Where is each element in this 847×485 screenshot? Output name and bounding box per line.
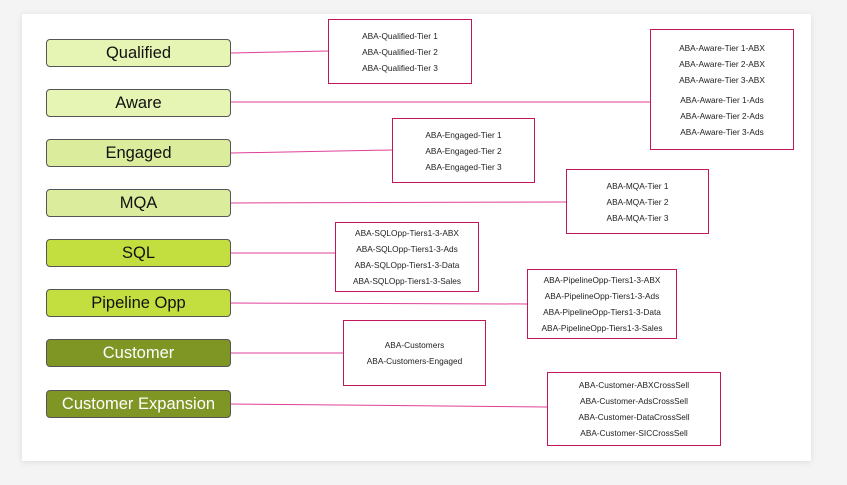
segment-item: ABA-Aware-Tier 3-Ads xyxy=(680,126,764,137)
segment-item: ABA-Customers xyxy=(384,340,445,350)
segment-item: ABA-Aware-Tier 2-ABX xyxy=(679,58,765,69)
segment-box-customer-expansion: ABA-Customer-ABXCrossSell ABA-Customer-A… xyxy=(547,372,721,446)
segment-item: ABA-PipelineOpp-Tiers1-3-ABX xyxy=(543,275,661,285)
connector-mqa xyxy=(230,201,567,204)
stage-label: Qualified xyxy=(105,43,172,62)
segment-box-mqa: ABA-MQA-Tier 1 ABA-MQA-Tier 2 ABA-MQA-Ti… xyxy=(566,169,709,234)
segment-box-pipeline-opp: ABA-PipelineOpp-Tiers1-3-ABX ABA-Pipelin… xyxy=(527,269,677,339)
segment-item: ABA-Engaged-Tier 2 xyxy=(425,145,502,156)
stage-sql: SQL xyxy=(46,239,231,267)
stage-pipeline-opp: Pipeline Opp xyxy=(46,289,231,317)
segment-item: ABA-Aware-Tier 2-Ads xyxy=(680,110,764,121)
stage-label: Engaged xyxy=(105,143,172,162)
stage-label: Customer Expansion xyxy=(61,394,216,413)
connector-engaged xyxy=(230,149,393,154)
segment-item: ABA-SQLOpp-Tiers1-3-Sales xyxy=(352,276,462,286)
segment-item: ABA-SQLOpp-Tiers1-3-Data xyxy=(354,260,460,270)
stage-customer-expansion: Customer Expansion xyxy=(46,390,231,418)
segment-item: ABA-MQA-Tier 2 xyxy=(606,196,669,207)
stage-qualified: Qualified xyxy=(46,39,231,67)
segment-item: ABA-Aware-Tier 1-Ads xyxy=(680,94,764,105)
segment-item: ABA-Qualified-Tier 2 xyxy=(362,46,438,57)
connector-customer-expansion xyxy=(230,403,548,408)
segment-item: ABA-Engaged-Tier 3 xyxy=(425,161,502,172)
segment-box-sql: ABA-SQLOpp-Tiers1-3-ABX ABA-SQLOpp-Tiers… xyxy=(335,222,479,292)
stage-label: Pipeline Opp xyxy=(91,293,186,312)
segment-box-aware: ABA-Aware-Tier 1-ABX ABA-Aware-Tier 2-AB… xyxy=(650,29,794,150)
segment-item: ABA-Qualified-Tier 3 xyxy=(362,62,438,73)
stage-label: Aware xyxy=(115,93,162,112)
segment-item: ABA-MQA-Tier 1 xyxy=(606,180,669,191)
segment-item: ABA-SQLOpp-Tiers1-3-Ads xyxy=(356,244,458,254)
stage-mqa: MQA xyxy=(46,189,231,217)
segment-item: ABA-SQLOpp-Tiers1-3-ABX xyxy=(355,228,459,238)
segment-item: ABA-PipelineOpp-Tiers1-3-Ads xyxy=(544,291,660,301)
stage-aware: Aware xyxy=(46,89,231,117)
segment-item: ABA-Engaged-Tier 1 xyxy=(425,129,502,140)
segment-box-engaged: ABA-Engaged-Tier 1 ABA-Engaged-Tier 2 AB… xyxy=(392,118,535,183)
segment-box-customer: ABA-Customers ABA-Customers-Engaged xyxy=(343,320,486,386)
segment-item: ABA-Customers-Engaged xyxy=(366,356,463,366)
connector-pipeline-opp xyxy=(230,302,528,305)
segment-item: ABA-Customer-ABXCrossSell xyxy=(578,380,690,390)
stage-customer: Customer xyxy=(46,339,231,367)
stage-engaged: Engaged xyxy=(46,139,231,167)
stage-label: SQL xyxy=(121,243,156,262)
segment-item: ABA-Customer-DataCrossSell xyxy=(578,412,690,422)
stage-label: MQA xyxy=(119,193,158,212)
segment-item: ABA-Aware-Tier 1-ABX xyxy=(679,42,765,53)
segment-item: ABA-MQA-Tier 3 xyxy=(606,212,669,223)
segment-item: ABA-Customer-SICCrossSell xyxy=(580,428,688,438)
stage-label: Customer xyxy=(102,343,175,362)
connector-qualified xyxy=(230,50,329,54)
segment-item: ABA-Qualified-Tier 1 xyxy=(362,30,438,41)
segment-box-qualified: ABA-Qualified-Tier 1 ABA-Qualified-Tier … xyxy=(328,19,472,84)
segment-item: ABA-PipelineOpp-Tiers1-3-Data xyxy=(543,307,661,317)
segment-item: ABA-PipelineOpp-Tiers1-3-Sales xyxy=(541,323,663,333)
segment-item: ABA-Customer-AdsCrossSell xyxy=(580,396,688,406)
segment-item: ABA-Aware-Tier 3-ABX xyxy=(679,74,765,85)
